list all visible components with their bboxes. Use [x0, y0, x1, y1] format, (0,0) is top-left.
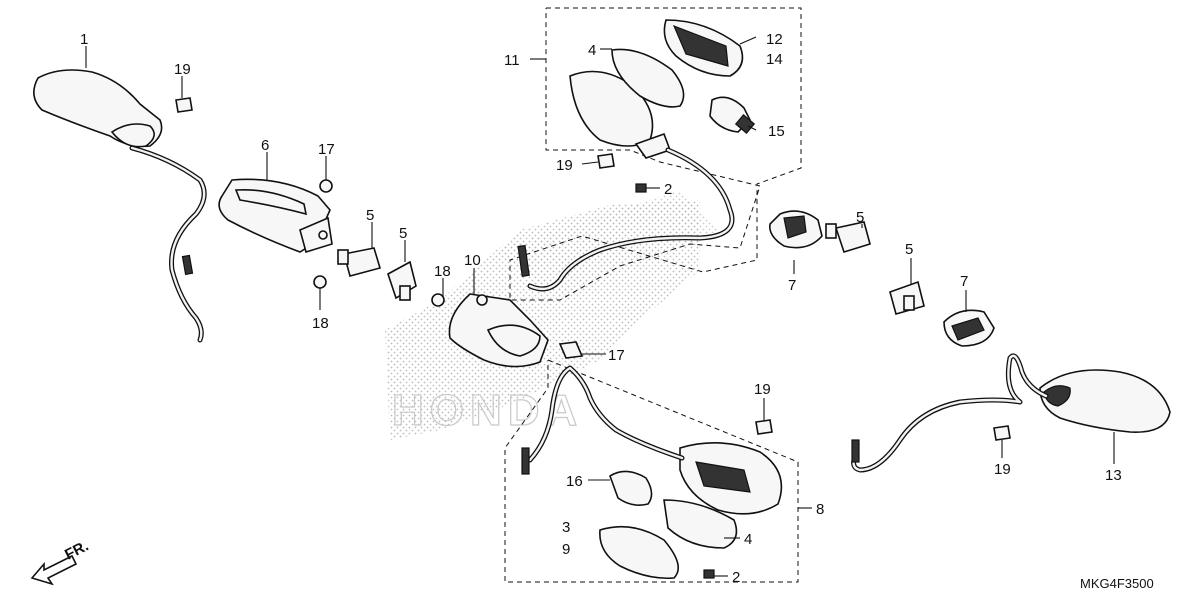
screw-2-upper — [635, 183, 647, 193]
callout-19-lower: 19 — [754, 381, 771, 398]
grommet-19-b — [597, 153, 615, 169]
callout-4-lower: 4 — [744, 531, 752, 548]
callout-11: 11 — [504, 52, 520, 69]
diagram-code: MKG4F3500 — [1080, 576, 1154, 591]
callout-6: 6 — [261, 137, 269, 154]
right-turn-signal — [851, 353, 1171, 473]
callout-14: 14 — [766, 51, 783, 68]
grommet-19-a — [175, 97, 193, 113]
left-mount-bracket — [218, 178, 333, 254]
callout-17-center: 17 — [608, 347, 625, 364]
lower-housing — [521, 365, 783, 515]
callout-2-lower: 2 — [732, 569, 740, 586]
callout-19-upper: 19 — [556, 157, 573, 174]
grommet-19-c — [755, 419, 773, 435]
left-turn-signal — [33, 69, 207, 343]
upper-bulb — [709, 96, 756, 134]
callout-12: 12 — [766, 31, 783, 48]
callout-3: 3 — [562, 519, 570, 536]
lower-bulb — [609, 470, 653, 506]
socket-right-b — [889, 280, 925, 315]
lower-gasket — [663, 499, 738, 549]
upper-socket-wire — [517, 132, 735, 292]
callout-7-lower: 7 — [960, 273, 968, 290]
group-box-8 — [504, 359, 799, 583]
callout-17-upper: 17 — [318, 141, 335, 158]
callout-4-upper: 4 — [588, 42, 596, 59]
callout-5-right-b: 5 — [905, 241, 913, 258]
callout-9: 9 — [562, 541, 570, 558]
screw-2-lower — [703, 569, 715, 579]
callout-5-right-a: 5 — [856, 209, 864, 226]
collar-18-a — [313, 275, 327, 289]
socket-right-a — [825, 221, 871, 253]
socket-left-a — [337, 247, 382, 277]
callout-1: 1 — [80, 31, 88, 48]
callout-8: 8 — [816, 501, 824, 518]
callout-13: 13 — [1105, 467, 1122, 484]
callout-15: 15 — [768, 123, 785, 140]
rubber-mount-lower — [943, 309, 995, 347]
nut-17-a — [319, 179, 333, 193]
lower-lens-cover — [599, 525, 680, 580]
callout-labels: 1 19 6 17 5 5 18 18 10 17 11 4 12 14 15 … — [80, 31, 1122, 586]
center-bracket — [448, 293, 549, 368]
callout-5-left-b: 5 — [399, 225, 407, 242]
upper-gasket — [611, 48, 685, 108]
leader-lines — [85, 36, 1115, 577]
callout-10: 10 — [464, 252, 481, 269]
callout-19-right: 19 — [994, 461, 1011, 478]
group-box-11 — [509, 7, 802, 301]
callout-16: 16 — [566, 473, 583, 490]
socket-left-b — [387, 260, 417, 301]
callout-2-upper: 2 — [664, 181, 672, 198]
callout-7-upper: 7 — [788, 277, 796, 294]
nut-17-b — [558, 341, 584, 359]
grommet-19-d — [993, 425, 1011, 441]
upper-reflector-housing — [663, 19, 744, 77]
rubber-mount-upper — [768, 210, 823, 249]
front-direction-arrow: FR. — [30, 537, 91, 586]
callout-19-left: 19 — [174, 61, 191, 78]
callout-5-left-a: 5 — [366, 207, 374, 224]
callout-18-left: 18 — [312, 315, 329, 332]
collar-18-b — [431, 293, 445, 307]
callout-18-center: 18 — [434, 263, 451, 280]
